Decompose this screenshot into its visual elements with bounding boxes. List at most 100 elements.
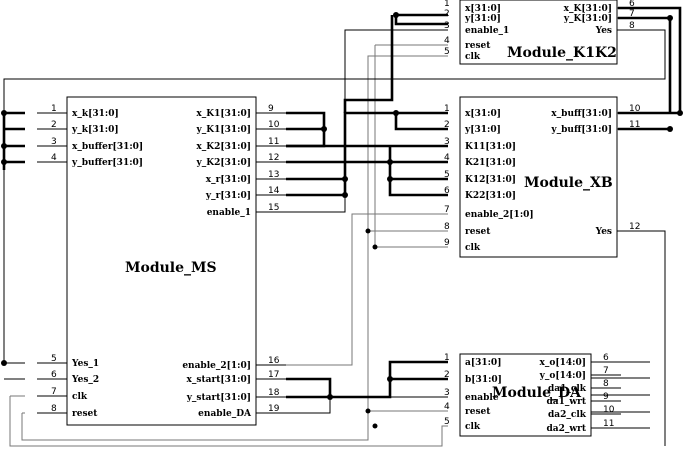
pin-label: clk xyxy=(465,52,481,62)
ms-right-pin: 14y_r[31:0] xyxy=(205,186,286,201)
pin-number: 7 xyxy=(51,387,57,397)
pin-label: y_start[31:0] xyxy=(186,393,251,403)
pin-number: 7 xyxy=(444,205,450,215)
pin-number: 11 xyxy=(268,137,279,147)
ms-right-pin: 17x_start[31:0] xyxy=(187,370,286,385)
module-da-box xyxy=(459,353,592,437)
pin-label: reset xyxy=(465,407,491,417)
pin-number: 9 xyxy=(444,238,450,248)
ms-right-pin: 13x_r[31:0] xyxy=(206,170,286,185)
pin-number: 1 xyxy=(444,353,450,363)
bus-xy-to-xb xyxy=(286,111,448,197)
pin-label: da1_clk xyxy=(548,384,587,394)
pin-number: 3 xyxy=(51,137,57,147)
k1k2-left-pin: 3 enable_1 xyxy=(444,21,509,36)
pin-number: 7 xyxy=(603,366,609,376)
pin-label: da2_wrt xyxy=(546,424,586,434)
pin-label: y_buff[31:0] xyxy=(550,125,612,135)
bus-k-to-xb xyxy=(388,144,448,197)
pin-label: a[31:0] xyxy=(465,358,501,368)
pin-label: y_o[14:0] xyxy=(539,371,586,381)
pin-number: 14 xyxy=(268,186,280,196)
junctions xyxy=(1,12,683,400)
pin-label: reset xyxy=(465,41,491,51)
pin-label: y[31:0] xyxy=(464,125,501,135)
pin-number: 15 xyxy=(268,203,279,213)
pin-number: 4 xyxy=(51,153,57,163)
pin-label: reset xyxy=(72,409,98,419)
pin-number: 6 xyxy=(603,353,609,363)
pin-label: enable_1 xyxy=(465,26,509,36)
pin-number: 10 xyxy=(268,120,280,130)
pin-number: 2 xyxy=(444,9,450,19)
pin-label: clk xyxy=(465,243,481,253)
ms-right-pin: 9x_K1[31:0] xyxy=(196,104,286,119)
pin-label: y[31:0] xyxy=(464,14,501,24)
pin-number: 5 xyxy=(444,170,450,180)
bus-ms-k2 xyxy=(286,144,390,164)
wire-enable1 xyxy=(286,29,448,213)
pin-number: 6 xyxy=(629,0,635,9)
pin-number: 1 xyxy=(444,0,450,9)
pin-number: 2 xyxy=(444,120,450,130)
wire-yes1 xyxy=(3,29,666,364)
pin-label: clk xyxy=(465,422,481,432)
pin-number: 10 xyxy=(629,104,641,114)
pin-label: Yes xyxy=(595,227,612,237)
k1k2-right-pin: 7y_K[31:0] xyxy=(563,9,647,24)
ms-right-pin: 11x_K2[31:0] xyxy=(196,137,286,152)
pin-label: Yes_1 xyxy=(71,359,99,369)
pin-number: 9 xyxy=(268,104,274,114)
pin-label: y_K2[31:0] xyxy=(196,158,251,168)
pin-number: 3 xyxy=(444,388,450,398)
pin-label: x_o[14:0] xyxy=(540,358,587,368)
module-xb-title: Module_XB xyxy=(524,175,613,191)
pin-number: 1 xyxy=(444,104,450,114)
pin-label: K12[31:0] xyxy=(465,175,516,185)
wire-enable2 xyxy=(286,213,448,366)
module-k1k2-box xyxy=(459,0,618,65)
pin-label: enable_1 xyxy=(207,208,251,218)
pin-number: 3 xyxy=(444,21,450,31)
module-ms-box xyxy=(66,96,257,426)
xb-right-pin: 10 x_buff[31:0] xyxy=(551,104,647,119)
pin-number: 6 xyxy=(51,370,57,380)
bus-start-to-da xyxy=(286,360,448,399)
pin-label: enable_2[1:0] xyxy=(465,210,534,220)
ms-right-pin: 18y_start[31:0] xyxy=(186,388,286,403)
pin-label: y_K1[31:0] xyxy=(196,125,251,135)
pin-number: 4 xyxy=(444,153,450,163)
pin-number: 12 xyxy=(629,222,640,232)
pin-number: 6 xyxy=(444,186,450,196)
pin-label: clk xyxy=(72,392,88,402)
xb-left-pin: 7 enable_2[1:0] xyxy=(444,205,534,220)
k1k2-left-pin: 5 clk xyxy=(444,47,481,62)
pin-number: 8 xyxy=(603,379,609,389)
ms-right-pin: 10 y_K1[31:0] xyxy=(196,120,286,135)
pin-label: x_buff[31:0] xyxy=(551,109,612,119)
pin-label: x_buffer[31:0] xyxy=(72,142,143,152)
pin-number: 5 xyxy=(444,47,450,57)
pin-label: enable_2[1:0] xyxy=(182,361,251,371)
pin-number: 12 xyxy=(268,153,279,163)
pin-number: 9 xyxy=(603,392,609,402)
module-da-title: Module_DA xyxy=(492,385,582,401)
da-right-pin: 6 x_o[14:0] xyxy=(540,353,621,368)
pin-number: 3 xyxy=(444,137,450,147)
pin-number: 11 xyxy=(629,120,640,130)
xb-left-pin: 9 clk xyxy=(444,238,481,253)
